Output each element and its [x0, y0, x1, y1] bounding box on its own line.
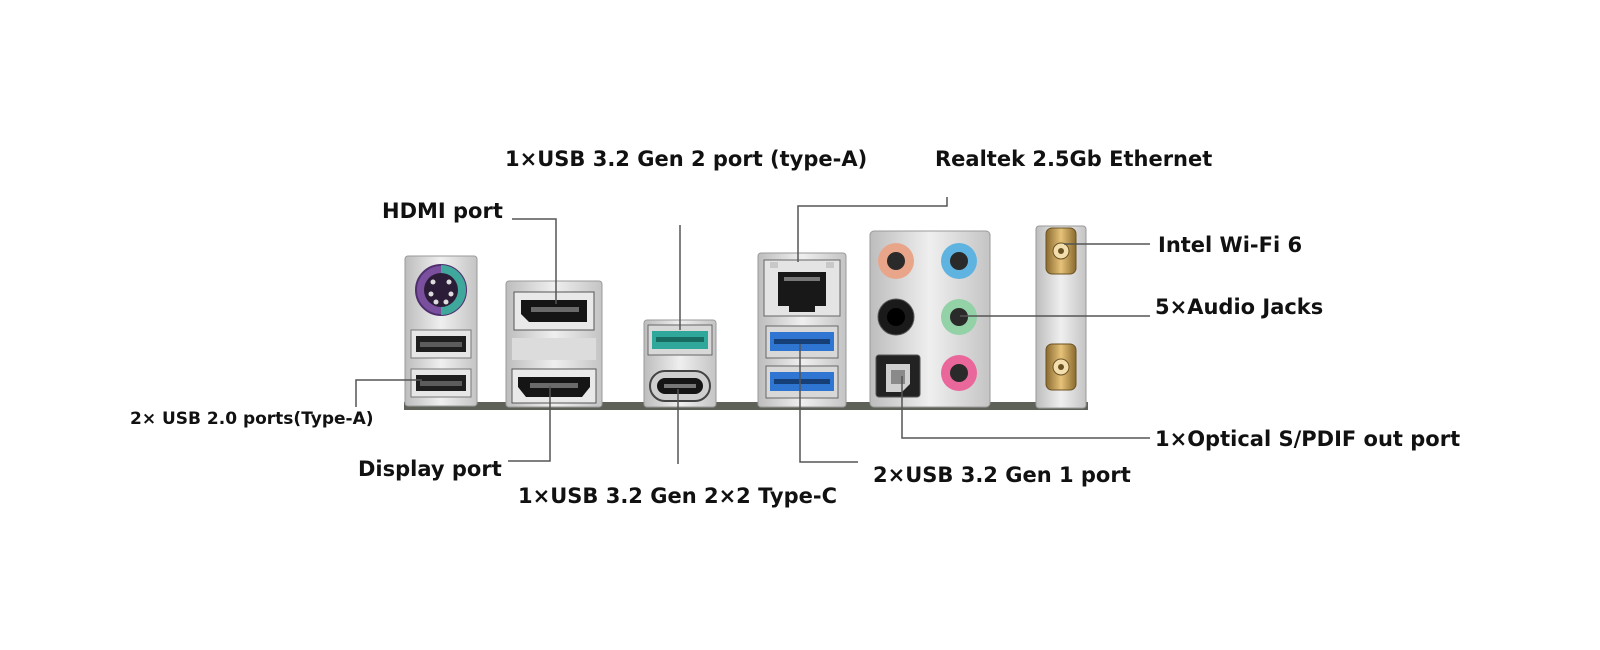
- wifi-antenna-bracket: [1035, 225, 1087, 409]
- hdmi-connector: [511, 368, 597, 404]
- usb32-gen2-typea-port: [647, 324, 713, 356]
- label-intel-wifi: Intel Wi-Fi 6: [1158, 233, 1303, 257]
- leader-lines: [355, 197, 1150, 464]
- optical-spdif-port: [875, 354, 921, 398]
- ps2-combo-port: [415, 264, 467, 316]
- audio-panel: [869, 230, 991, 408]
- leader-display-port: [508, 386, 551, 462]
- label-realtek-ethernet: Realtek 2.5Gb Ethernet: [935, 147, 1213, 171]
- label-optical-spdif: 1×Optical S/PDIF out port: [1155, 427, 1461, 451]
- audio-jack-blue: [941, 243, 977, 279]
- leader-optical-spdif: [901, 376, 1150, 439]
- label-display-port: Display port: [358, 457, 502, 481]
- motherboard-pcb: [404, 402, 1088, 410]
- leader-hdmi-port: [512, 218, 557, 304]
- leader-realtek-ethernet: [797, 197, 948, 262]
- video-output-stack: [505, 280, 603, 408]
- audio-jack-orange: [878, 243, 914, 279]
- rj45-ethernet-port: [763, 259, 841, 317]
- label-usb32-gen2-typea: 1×USB 3.2 Gen 2 port (type-A): [505, 147, 868, 171]
- label-hdmi-port: HDMI port: [382, 199, 503, 223]
- usb-gen2-stack: [643, 319, 717, 408]
- audio-jack-green: [941, 299, 977, 335]
- label-audio-jacks: 5×Audio Jacks: [1155, 295, 1324, 319]
- usb32-gen1-port-top: [765, 325, 839, 359]
- usb2-port-top: [410, 329, 472, 359]
- label-usb32-gen1-ports: 2×USB 3.2 Gen 1 port: [873, 463, 1131, 487]
- label-usb20-ports: 2× USB 2.0 ports(Type-A): [130, 409, 374, 429]
- audio-jack-pink: [941, 355, 977, 391]
- usb32-gen2x2-typec-port: [649, 370, 711, 402]
- antenna-connector-bottom: [1045, 343, 1077, 391]
- ethernet-usb-gen1-stack: [757, 252, 847, 408]
- leader-usb32-gen1: [799, 344, 858, 463]
- usb32-gen1-port-bottom: [765, 365, 839, 399]
- ps2-usb2-stack: [404, 255, 478, 407]
- displayport-connector: [513, 291, 595, 331]
- label-usb32-gen2x2-typec: 1×USB 3.2 Gen 2×2 Type-C: [518, 484, 838, 508]
- antenna-connector-top: [1045, 227, 1077, 275]
- usb2-port-bottom: [410, 368, 472, 398]
- leader-usb20-ports: [355, 379, 422, 407]
- audio-jack-black: [877, 298, 915, 336]
